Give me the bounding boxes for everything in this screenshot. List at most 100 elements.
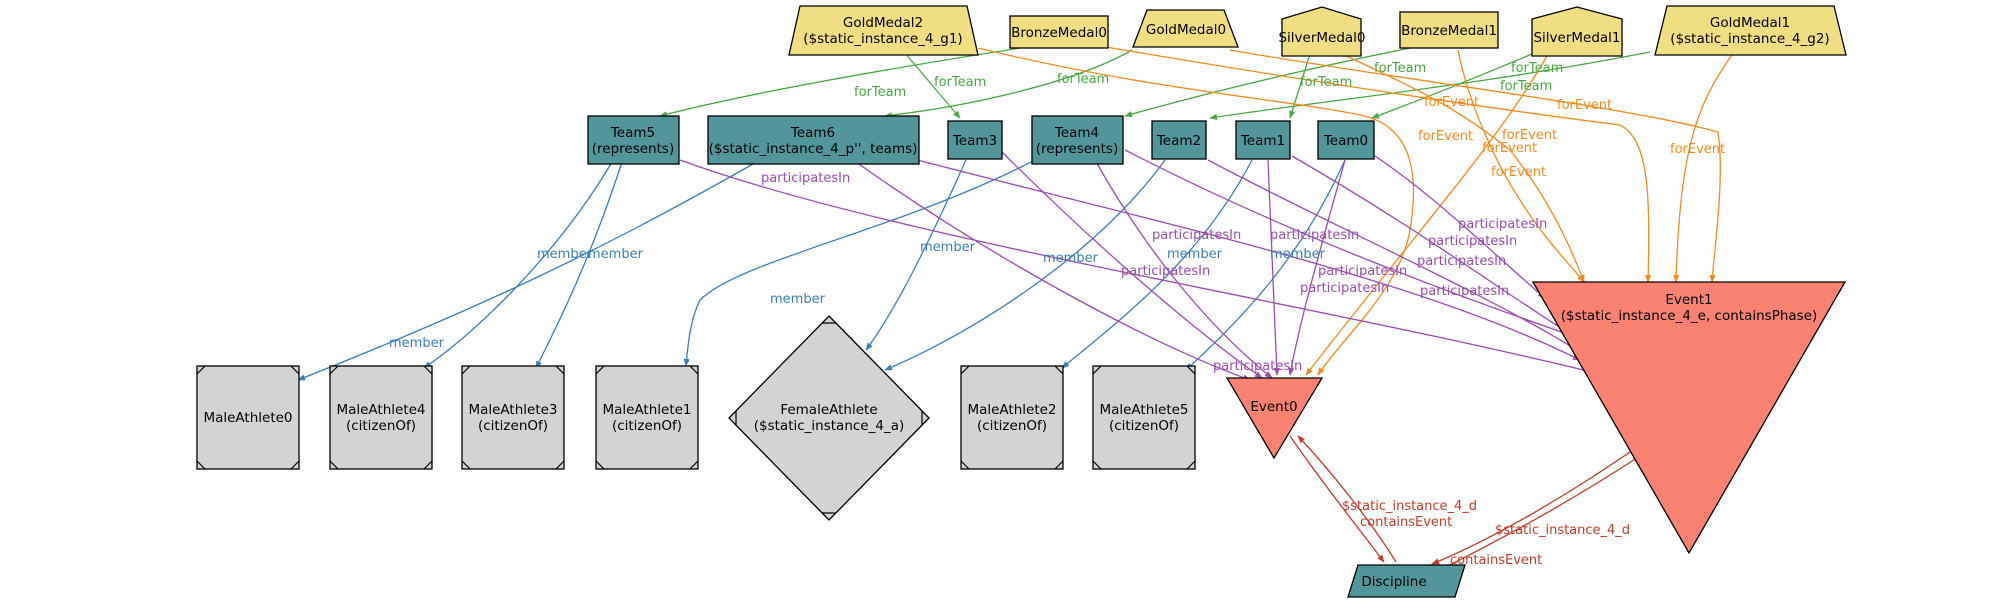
edge-label-participatesin: participatesIn — [1300, 281, 1389, 296]
edge-label-forevent: forEvent — [1424, 95, 1479, 110]
edge-label-containsevent: containsEvent — [1360, 515, 1452, 530]
edge-goldmedal2-event0 — [977, 47, 1415, 376]
node-label: Team5(represents) — [592, 125, 674, 157]
edge-team5-event1 — [679, 159, 1605, 377]
edge-team2-femaleathlete — [884, 159, 1166, 371]
node-label: BronzeMedal0 — [1011, 25, 1107, 41]
node-label: MaleAthlete5(citizenOf) — [1099, 402, 1188, 434]
node-maleathlete4[interactable]: MaleAthlete4(citizenOf) — [329, 365, 433, 470]
edge-label-participatesin: participatesIn — [1458, 217, 1547, 232]
edge-team5-maleathlete4 — [423, 161, 613, 369]
node-label: BronzeMedal1 — [1401, 23, 1497, 39]
edge-label-participatesin: participatesIn — [1152, 228, 1241, 243]
node-team1[interactable]: Team1 — [1235, 120, 1291, 160]
edge-goldmedal1-event1 — [1673, 51, 1735, 283]
edge-label-participatesin: participatesIn — [761, 171, 850, 186]
node-label: Team0 — [1323, 133, 1368, 149]
node-label: Team4(represents) — [1036, 125, 1118, 157]
node-label: GoldMedal0 — [1146, 22, 1226, 38]
node-team4[interactable]: Team4(represents) — [1031, 115, 1124, 165]
edge-label-participatesin: participatesIn — [1121, 264, 1210, 279]
edge-goldmedal0-team6 — [884, 49, 1133, 119]
edge-team6-maleathlete0 — [297, 159, 761, 381]
node-goldmedal1[interactable]: GoldMedal1($static_instance_4_g2) — [1654, 5, 1847, 56]
edge-goldmedal0-event1 — [1229, 49, 1721, 283]
edge-label-containsevent: containsEvent — [1450, 553, 1542, 568]
edge-label-participatesin: participatesIn — [1318, 264, 1407, 279]
edge-silvermedal1-event0 — [1305, 53, 1549, 376]
edge-label-participatesin: participatesIn — [1270, 228, 1359, 243]
node-team5[interactable]: Team5(represents) — [587, 115, 680, 165]
edge-label-forevent: forEvent — [1557, 98, 1612, 113]
edge-team0-event1 — [1374, 155, 1546, 299]
edge-bronzemedal0-event1 — [1099, 45, 1652, 283]
node-silvermedal1[interactable]: SilverMedal1 — [1531, 6, 1623, 57]
node-label: Team2 — [1156, 133, 1201, 149]
node-maleathlete5[interactable]: MaleAthlete5(citizenOf) — [1092, 365, 1196, 470]
edge-team1-event0 — [1267, 159, 1280, 376]
edge-label-member: member — [1167, 247, 1223, 262]
edge-goldmedal1-team2 — [1209, 51, 1651, 121]
edge-label-forevent: forEvent — [1418, 129, 1473, 144]
edge-label-member: member — [920, 240, 976, 255]
edge-label-forevent: forEvent — [1502, 128, 1557, 143]
edge-team4-event1 — [1124, 149, 1591, 343]
node-event0[interactable]: Event0 — [1225, 377, 1324, 460]
edge-team1-maleathlete2 — [1061, 159, 1253, 369]
node-maleathlete1[interactable]: MaleAthlete1(citizenOf) — [595, 365, 699, 470]
node-team2[interactable]: Team2 — [1151, 120, 1207, 160]
edge-team3-event0 — [999, 149, 1263, 379]
edge-label-member: member — [389, 336, 445, 351]
node-goldmedal2[interactable]: GoldMedal2($static_instance_4_g1) — [788, 5, 979, 56]
node-maleathlete0[interactable]: MaleAthlete0 — [196, 365, 300, 470]
edge-label-member: member — [1270, 247, 1326, 262]
edge-label-member: member — [770, 292, 826, 307]
edge-label-static-instance-4-d: $static_instance_4_d — [1495, 523, 1630, 538]
node-silvermedal0[interactable]: SilverMedal0 — [1278, 6, 1366, 57]
node-team0[interactable]: Team0 — [1317, 120, 1375, 160]
edge-team4-maleathlete1 — [683, 159, 1036, 367]
node-label: GoldMedal1($static_instance_4_g2) — [1670, 15, 1829, 47]
edge-label-forteam: forTeam — [1300, 75, 1352, 90]
edge-event0-discipline — [1289, 435, 1385, 563]
edge-bronzemedal1-event1 — [1457, 49, 1585, 283]
node-label: MaleAthlete4(citizenOf) — [336, 402, 425, 434]
node-femaleathlete[interactable]: FemaleAthlete($static_instance_4_a) — [728, 315, 930, 521]
edge-label-forevent: forEvent — [1491, 165, 1546, 180]
edge-label-member: member — [1043, 251, 1099, 266]
node-label: Team6($static_instance_4_p'', teams) — [709, 125, 918, 157]
node-label: Event1($static_instance_4_e, containsPha… — [1561, 292, 1818, 324]
edge-team4-event0 — [1094, 159, 1273, 379]
node-bronzemedal1[interactable]: BronzeMedal1 — [1399, 11, 1499, 49]
node-maleathlete3[interactable]: MaleAthlete3(citizenOf) — [461, 365, 565, 470]
node-label: FemaleAthlete($static_instance_4_a) — [754, 402, 905, 434]
edge-team5-maleathlete3 — [535, 161, 623, 369]
node-label: GoldMedal2($static_instance_4_g1) — [803, 15, 962, 47]
edge-bronzemedal1-team4 — [1124, 47, 1411, 118]
edge-silvermedal1-team0 — [1371, 53, 1533, 119]
edge-label-forteam: forTeam — [1057, 72, 1109, 87]
edge-label-participatesin: participatesIn — [1420, 284, 1509, 299]
edge-label-participatesin: participatesIn — [1417, 254, 1506, 269]
edge-label-participatesin: participatesIn — [1213, 359, 1302, 374]
edge-bronzemedal0-team5 — [659, 47, 1021, 118]
edge-team1-event1 — [1291, 155, 1573, 336]
node-bronzemedal0[interactable]: BronzeMedal0 — [1009, 15, 1109, 49]
node-event1[interactable]: Event1($static_instance_4_e, containsPha… — [1531, 281, 1847, 555]
edge-label-forteam: forTeam — [854, 85, 906, 100]
node-discipline[interactable]: Discipline — [1347, 564, 1466, 598]
node-maleathlete2[interactable]: MaleAthlete2(citizenOf) — [960, 365, 1064, 470]
node-layer: GoldMedal2($static_instance_4_g1) Bronze… — [196, 5, 1847, 598]
edge-discipline-event0 — [1297, 435, 1397, 563]
node-label: Discipline — [1361, 574, 1426, 590]
edge-silvermedal0-team1 — [1289, 53, 1311, 119]
node-label: MaleAthlete2(citizenOf) — [967, 402, 1056, 434]
node-label: Event0 — [1250, 399, 1297, 415]
edge-label-forteam: forTeam — [934, 75, 986, 90]
node-team6[interactable]: Team6($static_instance_4_p'', teams) — [707, 115, 920, 165]
edge-silvermedal0-event1 — [1341, 53, 1585, 283]
node-team3[interactable]: Team3 — [947, 120, 1003, 160]
node-goldmedal0[interactable]: GoldMedal0 — [1132, 9, 1239, 48]
edge-label-forevent: forEvent — [1670, 142, 1725, 157]
